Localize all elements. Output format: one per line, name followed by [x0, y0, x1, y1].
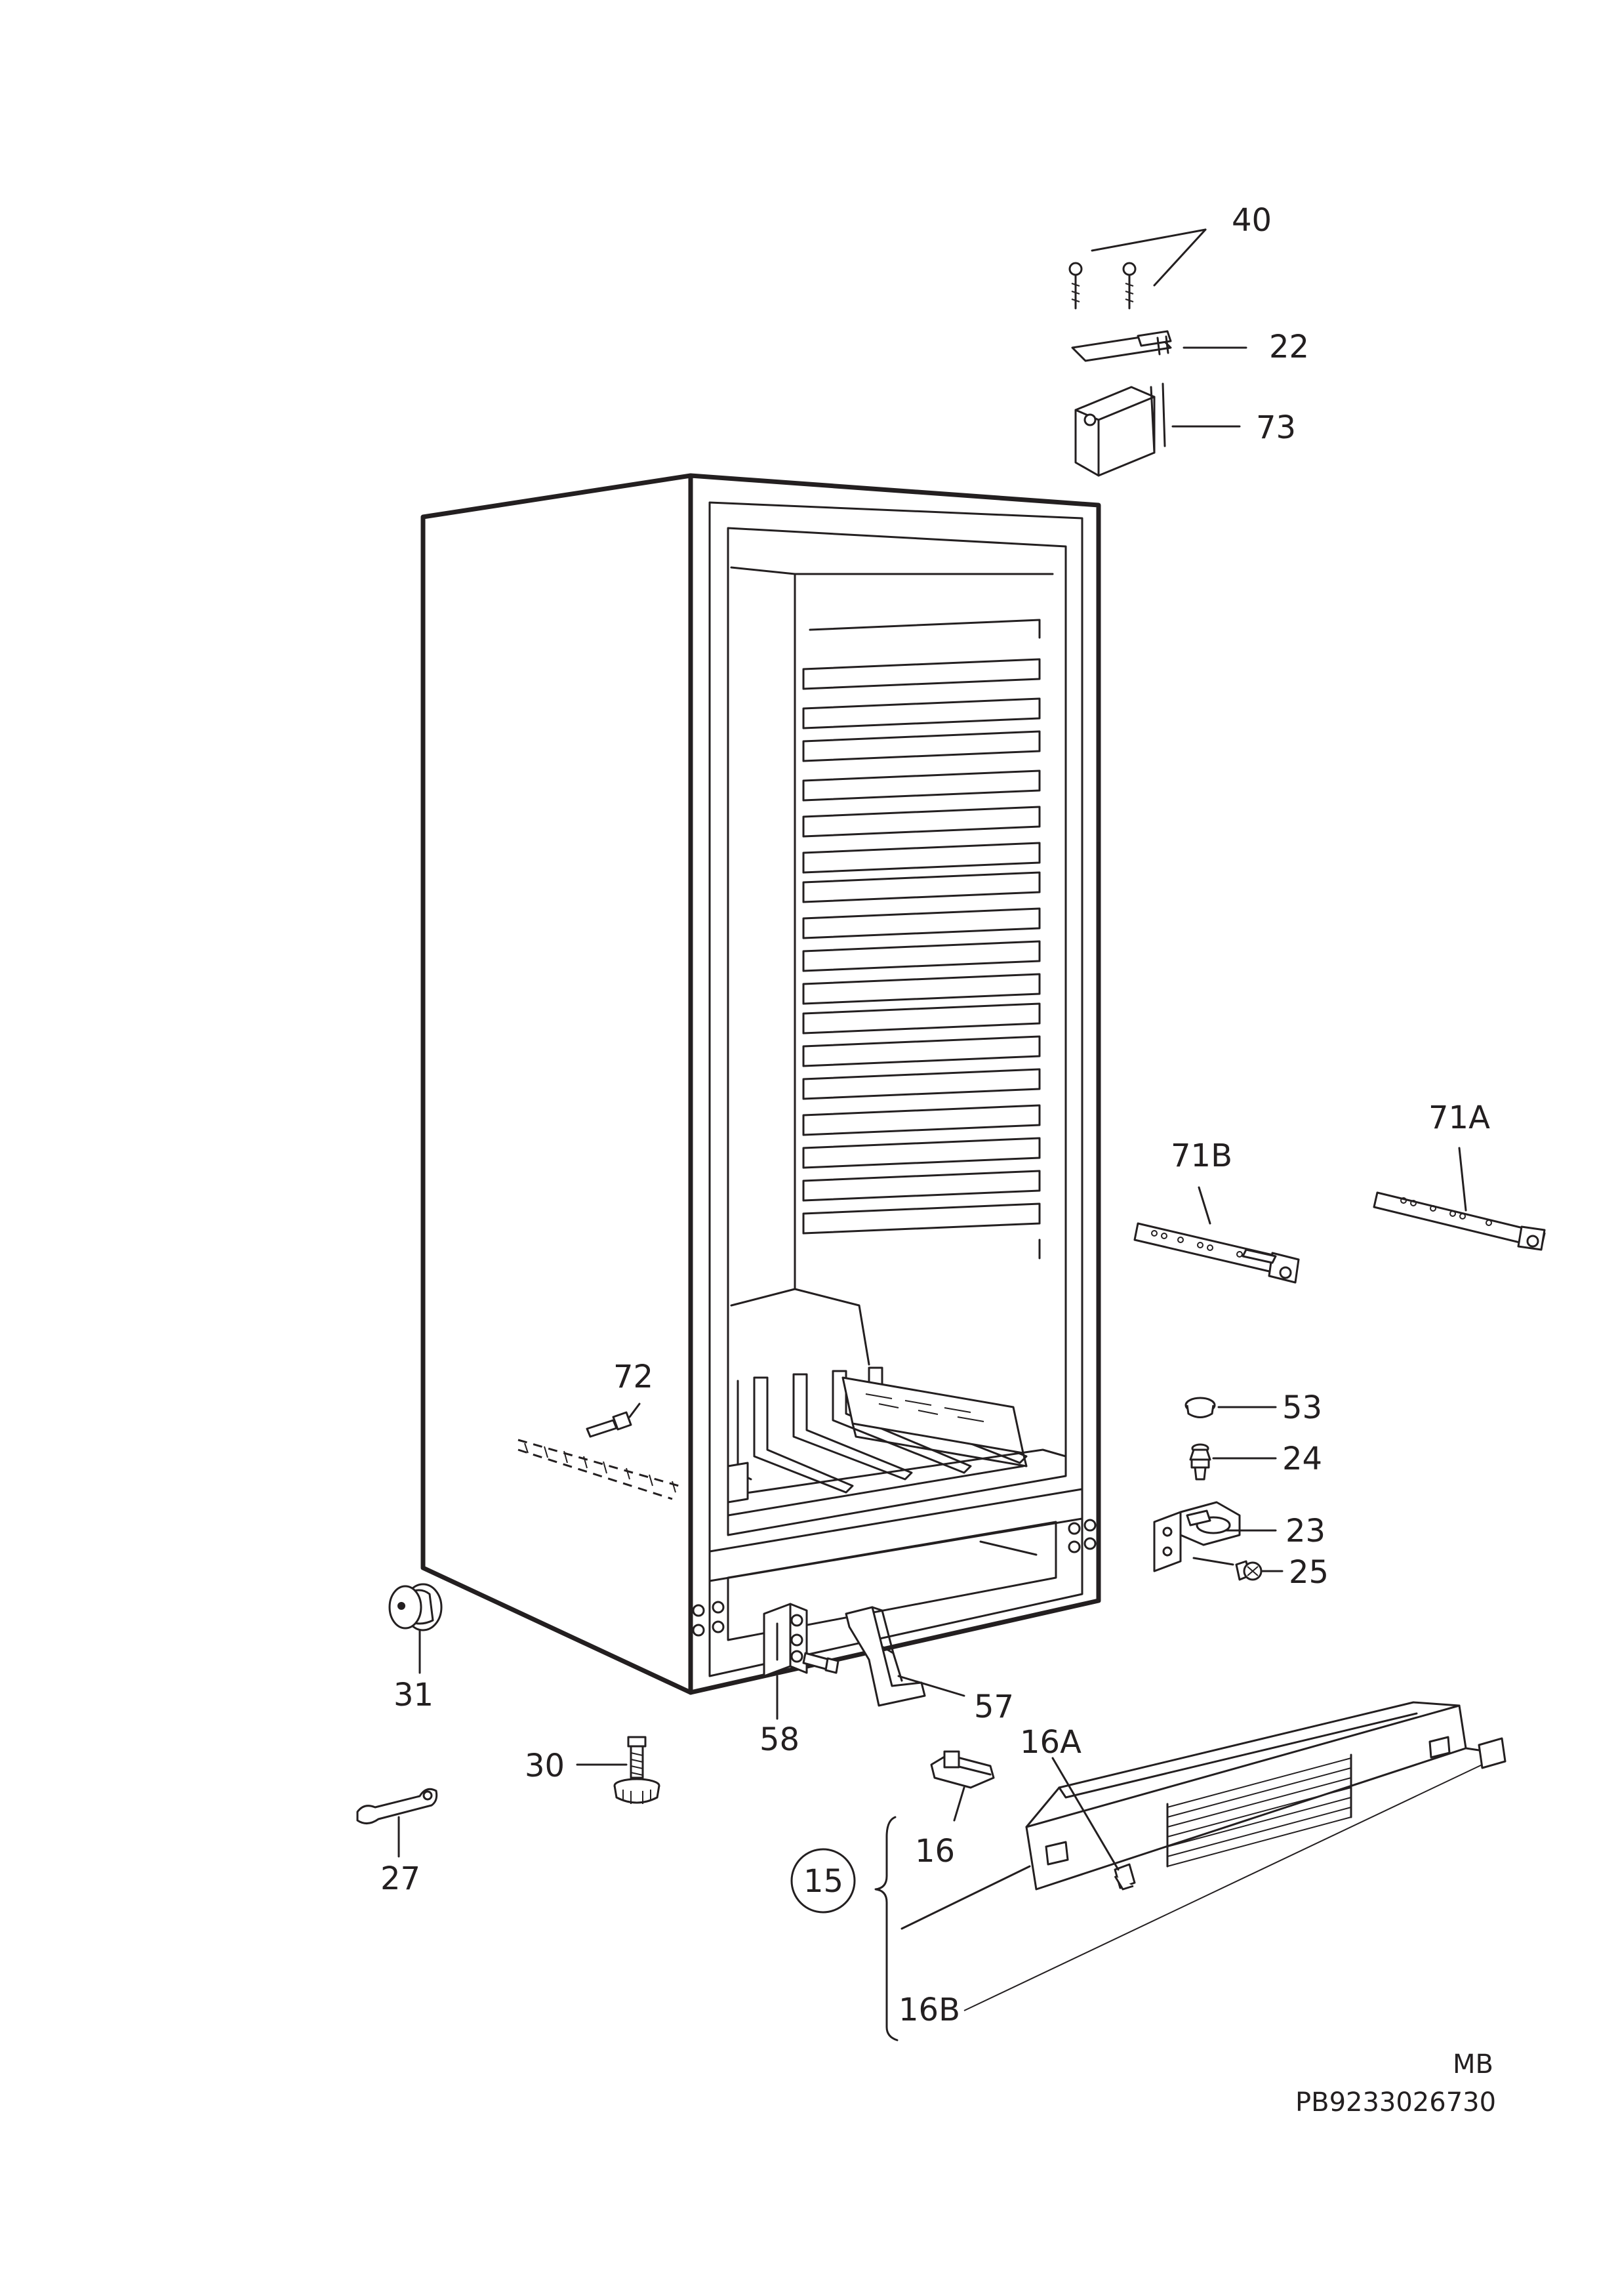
- clip-part-16: [930, 1750, 995, 1822]
- bracket-part-57: [845, 1606, 965, 1707]
- screws-part-40: [1068, 228, 1207, 310]
- rail-holes-71A: [1400, 1197, 1492, 1226]
- label-71B: 71B: [1171, 1138, 1232, 1174]
- rail-holes-71B: [1151, 1230, 1243, 1258]
- callout-circle-15: [790, 1848, 856, 1914]
- label-72: 72: [613, 1359, 653, 1395]
- pin-part-24: [1189, 1443, 1277, 1481]
- label-16: 16: [915, 1833, 955, 1870]
- label-40: 40: [1232, 202, 1272, 239]
- drawing-code: MB: [1453, 2049, 1493, 2080]
- shelf-ribs: [802, 619, 1041, 1260]
- label-24: 24: [1282, 1441, 1322, 1477]
- label-22: 22: [1269, 329, 1309, 365]
- hinge-block-part-58: [763, 1603, 839, 1720]
- foot-part-31: [388, 1583, 443, 1674]
- kick-plate-grille: [1166, 1753, 1352, 1868]
- screw-part-25: [1192, 1557, 1284, 1581]
- adjustable-foot-part-30: [576, 1736, 660, 1804]
- label-27: 27: [380, 1860, 420, 1897]
- label-25: 25: [1289, 1554, 1329, 1591]
- cap-part-53: [1184, 1397, 1277, 1418]
- label-23: 23: [1285, 1513, 1325, 1549]
- label-16B: 16B: [899, 1992, 960, 2028]
- label-57: 57: [974, 1689, 1014, 1725]
- label-58: 58: [759, 1721, 799, 1758]
- label-16A: 16A: [1020, 1724, 1082, 1761]
- group-brace: [874, 1816, 899, 2041]
- hinge-part-23: [1153, 1501, 1277, 1572]
- frame-holes: [692, 1519, 1097, 1637]
- drawing-reference-number: PB9233026730: [1295, 2087, 1496, 2118]
- label-31: 31: [394, 1677, 434, 1713]
- evaporator-coils: [727, 1366, 1067, 1517]
- rail-part-71B: [1133, 1186, 1300, 1284]
- kick-plate-part-15: [900, 1701, 1507, 2011]
- cabinet-body: [420, 473, 1101, 1695]
- hinge-cover-part-73: [1074, 382, 1241, 477]
- label-71A: 71A: [1428, 1099, 1490, 1136]
- label-15: 15: [803, 1863, 843, 1900]
- rail-part-71A: [1373, 1147, 1546, 1251]
- label-30: 30: [525, 1748, 565, 1784]
- hinge-plate-part-22: [1071, 330, 1247, 362]
- screw-part-72: [517, 1403, 679, 1500]
- label-73: 73: [1256, 409, 1296, 446]
- label-53: 53: [1282, 1389, 1322, 1426]
- wrench-part-27: [356, 1788, 438, 1858]
